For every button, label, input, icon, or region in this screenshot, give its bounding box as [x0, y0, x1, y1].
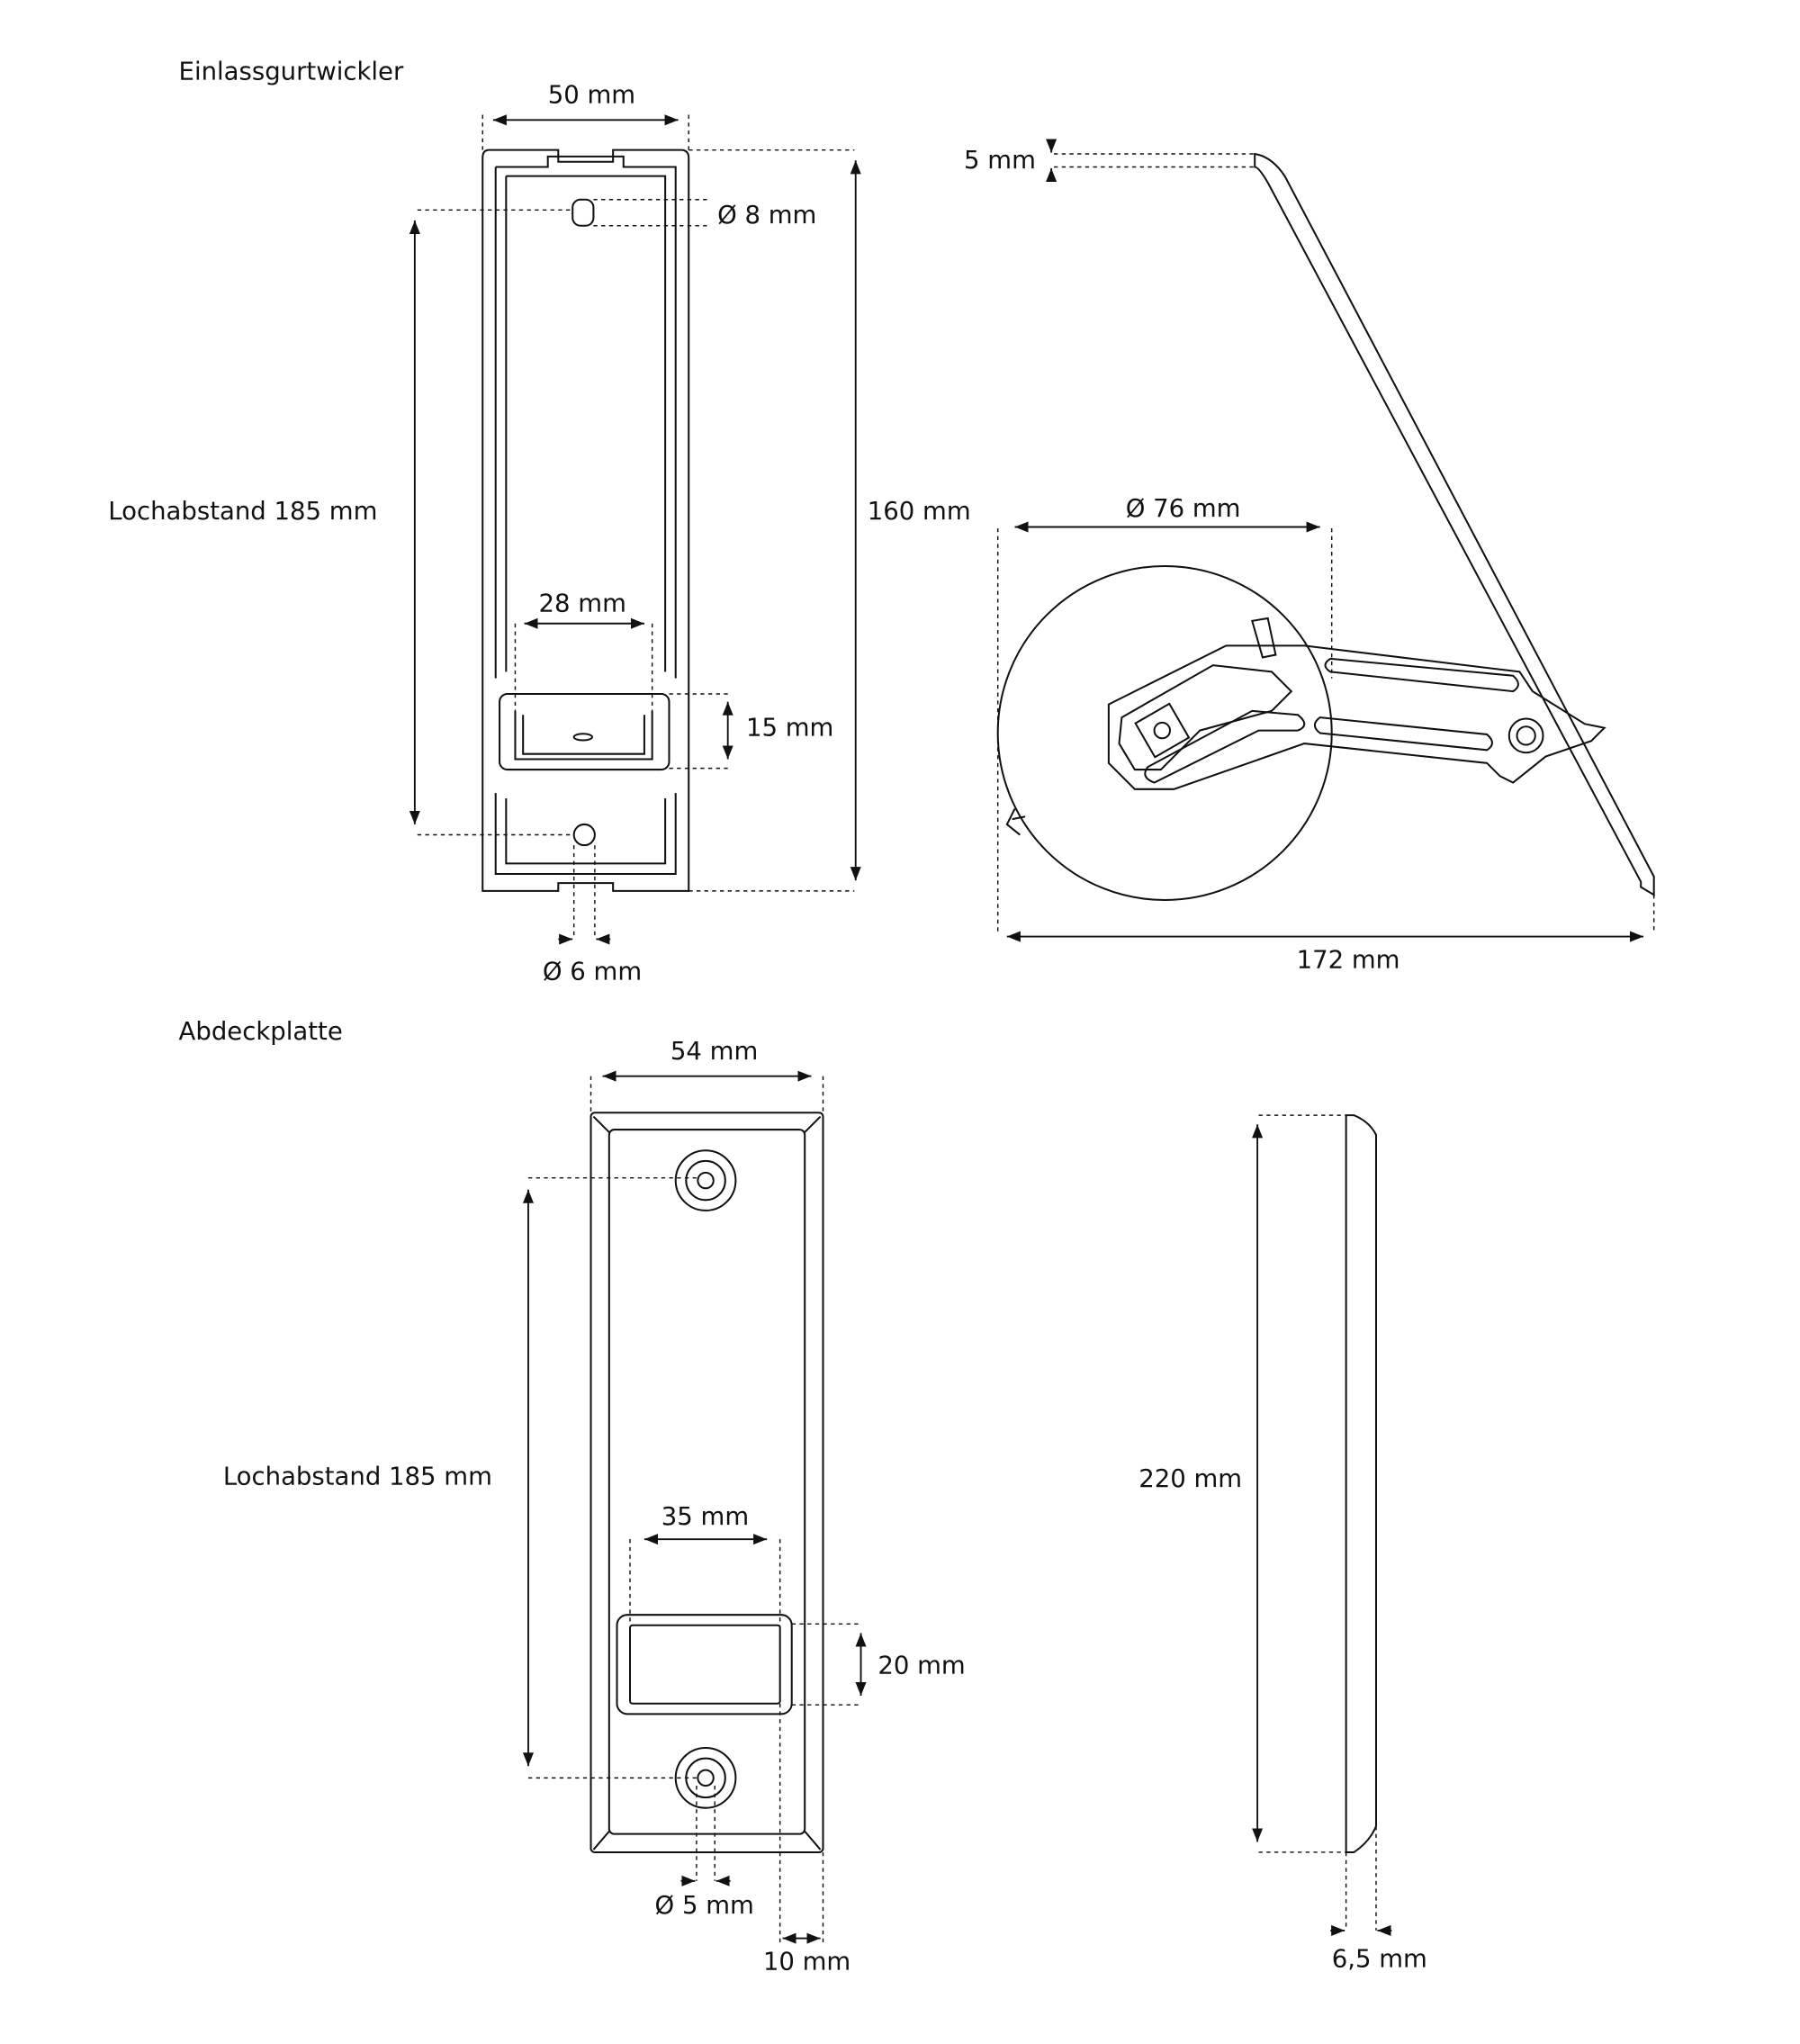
cover-title: Abdeckplatte [179, 1017, 343, 1046]
winder-slot-height-label: 15 mm [746, 713, 833, 742]
cover-front-view [590, 1112, 824, 1853]
cover-slot-width-label: 35 mm [662, 1502, 749, 1531]
winder-title: Einlassgurtwickler [179, 57, 404, 86]
drum-diameter-label: Ø 76 mm [1126, 494, 1241, 523]
cover-slot-height-label: 20 mm [878, 1651, 965, 1679]
winder-width-label: 50 mm [548, 80, 635, 109]
cover-hole-spacing-label: Lochabstand 185 mm [223, 1462, 492, 1490]
cover-width-label: 54 mm [670, 1037, 758, 1066]
cover-height-label: 220 mm [1138, 1464, 1242, 1493]
winder-top-hole-label: Ø 8 mm [717, 201, 816, 230]
winder-slot-width-label: 28 mm [539, 590, 626, 618]
winder-hole-spacing-label: Lochabstand 185 mm [108, 497, 377, 526]
winder-height-label: 160 mm [868, 497, 971, 526]
winder-front-view [482, 149, 690, 892]
cover-side-view [1345, 1114, 1377, 1853]
cover-thickness-label: 6,5 mm [1332, 1944, 1427, 1973]
cover-edge-label: 10 mm [763, 1947, 850, 1976]
winder-thickness-label: 5 mm [964, 146, 1036, 175]
winder-bottom-hole-label: Ø 6 mm [543, 957, 642, 986]
winder-depth-label: 172 mm [1297, 945, 1400, 974]
cover-hole-label: Ø 5 mm [655, 1891, 754, 1920]
